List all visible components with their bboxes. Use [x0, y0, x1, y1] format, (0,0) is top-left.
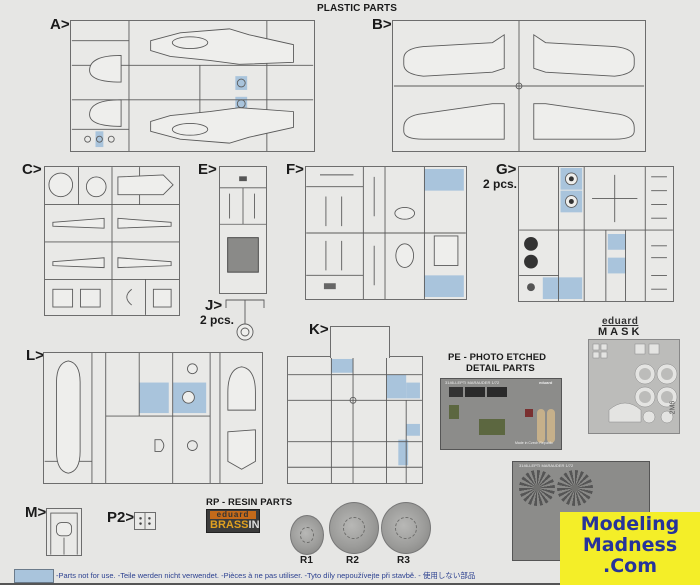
sprue-a [70, 20, 315, 152]
plastic-parts-title: PLASTIC PARTS [317, 3, 398, 14]
mask-code: 2M6 [669, 400, 677, 415]
resin-label-r3: R3 [397, 555, 410, 566]
watermark-line3: .Com [602, 555, 657, 577]
sprue-c [44, 166, 180, 316]
sprue-l-drawing [44, 353, 256, 483]
pe-part [537, 409, 545, 443]
sprue-j [225, 299, 265, 341]
resin-wheel-r1 [290, 515, 324, 555]
pe-fret-2-text: 3146-LEPTI MARAUDER 1/72 [519, 463, 574, 468]
sprue-m [46, 508, 82, 556]
sprue-k-label: K> [309, 321, 329, 338]
pe-title-line2: DETAIL PARTS [466, 363, 535, 374]
sprue-g-drawing [519, 167, 673, 301]
sprue-g-quantity: 2 pcs. [483, 177, 518, 191]
brassin-logo-top: eduard [210, 511, 256, 519]
pe-part [525, 409, 533, 417]
pe-part [449, 405, 459, 419]
sprue-m-drawing [50, 512, 78, 555]
sprue-c-drawing [45, 167, 179, 315]
brassin-brass-text: BRASS [210, 519, 249, 531]
sprue-a-label: A> [50, 16, 70, 33]
resin-label-r1: R1 [300, 555, 313, 566]
sprue-p2-drawing [139, 513, 151, 529]
watermark-line2: Madness [582, 534, 678, 556]
pe-fret-1-brand: eduard [539, 380, 553, 385]
sprue-e [219, 166, 267, 294]
resin-label-r2: R2 [346, 555, 359, 566]
sprue-f [305, 166, 467, 300]
pe-title-line1: PE - PHOTO ETCHED [448, 352, 547, 363]
sprue-b-drawing [393, 21, 645, 151]
brassin-logo-bottom: BRASSIN [210, 520, 260, 531]
modeling-madness-watermark: Modeling Madness .Com [560, 512, 700, 585]
sprue-f-label: F> [286, 161, 304, 178]
sprue-p2 [134, 512, 156, 530]
pe-radial-part [557, 470, 593, 506]
mask-drawing [592, 343, 678, 424]
sprue-l-label: L> [26, 347, 44, 364]
mask-sheet: 2M6 [588, 339, 680, 434]
sprue-m-label: M> [25, 504, 47, 521]
sprue-g-label: G> [496, 161, 517, 178]
wheel-hub [299, 526, 315, 544]
sprue-g [518, 166, 674, 302]
sprue-e-label: E> [198, 161, 217, 178]
sprue-a-drawing [71, 21, 314, 151]
pe-part [547, 409, 555, 443]
brassin-logo: eduard BRASSIN [206, 509, 260, 533]
wheel-hub [395, 517, 417, 539]
sprue-c-label: C> [22, 161, 42, 178]
wheel-hub [343, 517, 365, 539]
sprue-f-drawing [306, 167, 466, 299]
sprue-k [287, 356, 423, 484]
sprue-j-quantity: 2 pcs. [200, 313, 235, 327]
pe-fret-1: 3146-LEPTI MARAUDER 1/72 eduard Made in … [440, 378, 562, 450]
resin-title: RP - RESIN PARTS [206, 497, 293, 508]
sprue-l [43, 352, 263, 484]
pe-part [449, 387, 463, 397]
pe-fret-1-text: 3146-LEPTI MARAUDER 1/72 [445, 380, 500, 385]
brassin-in-text: IN [248, 519, 260, 531]
resin-wheel-r2 [329, 502, 379, 554]
not-for-use-legend: -Parts not for use. -Teile werden nicht … [56, 571, 476, 580]
sprue-b-label: B> [372, 16, 392, 33]
sprue-k-top [330, 326, 390, 358]
watermark-line1: Modeling [580, 513, 680, 535]
sprue-k-drawing [288, 357, 422, 483]
sprue-p2-label: P2> [107, 509, 135, 526]
pe-part [465, 387, 485, 397]
mask-label: MASK [598, 326, 643, 338]
bottom-border [0, 583, 560, 585]
not-for-use-swatch [14, 569, 54, 583]
pe-radial-part [519, 470, 555, 506]
resin-wheel-r3 [381, 502, 431, 554]
pe-part [479, 419, 505, 435]
sprue-e-drawing [220, 176, 266, 273]
pe-part [487, 387, 507, 397]
sprue-j-label: J> [205, 297, 223, 314]
pe-fret-1-footer: Made in Czech Republic [515, 441, 553, 445]
sprue-b [392, 20, 646, 152]
mask-brand: eduard [602, 316, 639, 327]
